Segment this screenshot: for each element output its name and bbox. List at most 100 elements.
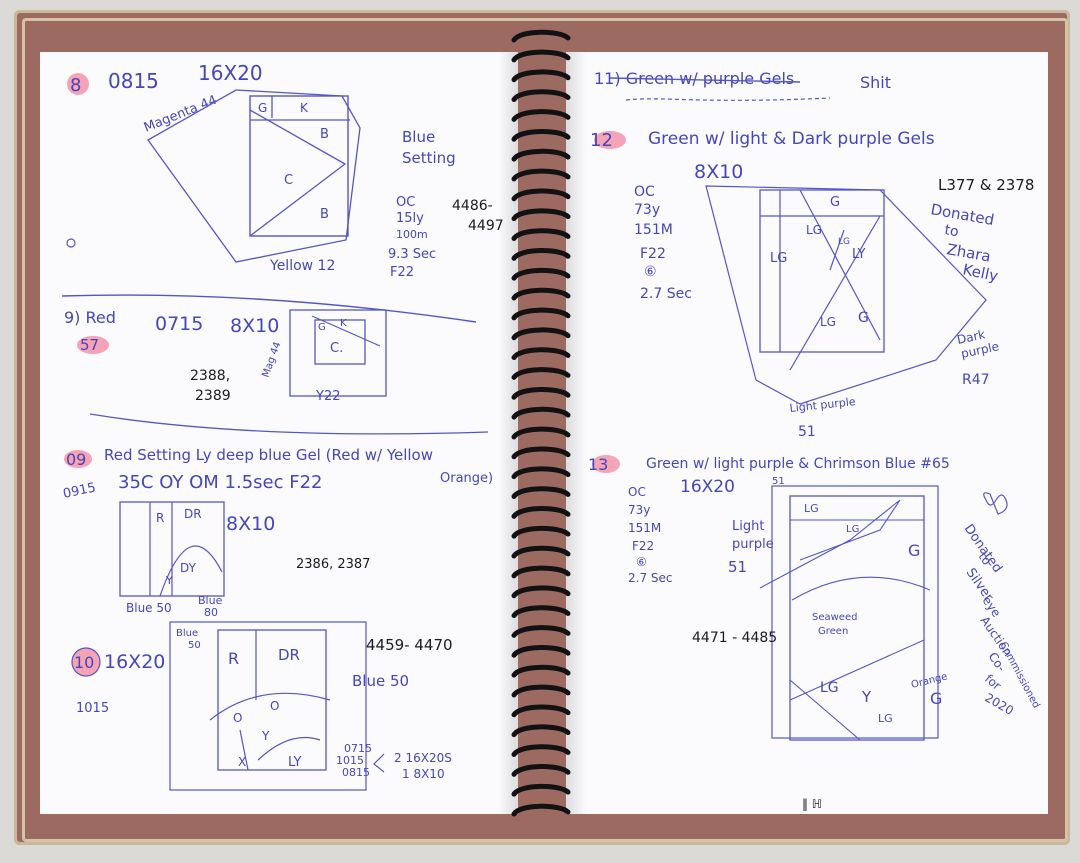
entry-number: 12 (590, 130, 613, 151)
exposure-fstop: F22 (632, 539, 654, 553)
coil-loop (511, 208, 571, 222)
separator-line (89, 413, 489, 435)
entry-9: 9) Red 57 0715 8X10 G K C. Y22 Mag 44 23… (64, 308, 489, 435)
exposure-y: 15ly (396, 211, 424, 226)
exposure-filter: ⑥ (644, 264, 657, 280)
paper-frame (789, 495, 925, 741)
zone-b-lower: B (320, 207, 329, 222)
frames-end: 2389 (195, 388, 231, 404)
zone-y: Y (261, 729, 270, 743)
coil-loop (511, 128, 571, 142)
gel-orange: Orange (910, 671, 949, 691)
entry-label: 9) Red (64, 308, 116, 327)
entry-heading-cont: Orange) (440, 471, 493, 486)
coil-loop (511, 644, 571, 658)
coil-loop (511, 287, 571, 301)
zone-g: G (830, 195, 840, 210)
time-2: 1015 (336, 754, 364, 767)
coil-loop (511, 664, 571, 678)
donated-9: 2020 (983, 690, 1016, 717)
exposure-m: 151M (628, 521, 661, 535)
gel-yellow: Yellow 12 (269, 258, 335, 274)
coil-loop (511, 347, 571, 361)
right-page (566, 52, 1048, 814)
exposure-fstop: F22 (640, 246, 666, 262)
coil-loop (511, 605, 571, 619)
donated-1: Donated (961, 522, 1005, 576)
gel-magenta: Mag 44 (260, 340, 283, 379)
print-size: 16X20 (680, 477, 735, 497)
strike-line (609, 77, 801, 83)
coil-loop (511, 803, 571, 817)
coil-loop (511, 367, 571, 380)
coil-loop (511, 148, 571, 162)
small-circle (66, 238, 76, 248)
zone-dy: DY (180, 561, 197, 575)
paper-frame (314, 319, 366, 365)
highlight-mark (71, 647, 101, 677)
light-purple-gel: 51 (798, 424, 816, 440)
separator-line (61, 294, 477, 323)
entry-number: 13 (588, 455, 608, 474)
coil-loop (511, 386, 571, 400)
zone-o-left: O (233, 711, 242, 725)
size-1: 2 16X20S (394, 751, 452, 765)
size-2: 1 8X10 (402, 767, 445, 781)
gel-outline (771, 485, 939, 739)
zone-y: Y (165, 574, 173, 587)
cover-edge (22, 18, 1068, 842)
entry-time: 0815 (108, 69, 159, 93)
gel-blue-50-a: Blue (176, 628, 198, 639)
entry-09: 09 Red Setting Ly deep blue Gel (Red w/ … (62, 446, 493, 619)
spine-shadow-right (566, 52, 586, 814)
zone-lines (149, 502, 223, 597)
coil-loop (511, 49, 571, 63)
zone-c: C (284, 173, 293, 188)
zone-dr: DR (278, 646, 300, 664)
gel-outline (169, 621, 367, 791)
coil-loop (511, 406, 571, 420)
light-purple-2: purple (732, 537, 774, 552)
coil-loop (511, 486, 571, 499)
margin-time: 0915 (62, 480, 97, 502)
zone-r: R (228, 649, 239, 668)
paper-frame (759, 189, 885, 353)
light-purple: Light purple (789, 395, 856, 415)
donated-2: to (943, 222, 960, 240)
exposure-time: 2.7 Sec (640, 286, 692, 302)
zone-g: G (318, 322, 326, 333)
time-3: 0815 (342, 766, 370, 779)
zone-lines (760, 189, 884, 371)
entry-number: 10 (74, 653, 94, 672)
gel-magenta: Magenta 44 (142, 93, 219, 136)
exposure-c: OC (634, 184, 655, 200)
entry-10: 10 16X20 1015 Blue 50 R DR O O Y X LY 44… (71, 621, 453, 791)
spine-shadow-left (498, 52, 518, 814)
coil-loop (511, 585, 571, 599)
donated-4: Kelly (961, 260, 1000, 285)
coil-loop (511, 764, 571, 777)
print-size: 16X20 (198, 61, 263, 85)
bottom-tally: ‖ ℍ (802, 797, 822, 811)
zone-dr: DR (184, 507, 202, 521)
zone-lines (759, 499, 931, 741)
zone-y: Y22 (315, 389, 340, 404)
margin-time: 1015 (76, 701, 109, 716)
entry-number: 8 (70, 75, 81, 96)
dark-purple-1: Dark (956, 327, 987, 347)
frames: 4459- 4470 (366, 636, 453, 654)
entry-13: 13 Green w/ light purple & Chrimson Blue… (588, 455, 1042, 741)
zone-lg-2: LG (770, 251, 787, 266)
exposure-y: 73y (634, 202, 660, 218)
coil-loop (511, 426, 571, 440)
dark-purple-gel: R47 (962, 372, 990, 388)
coil-loop (511, 684, 571, 698)
zone-lg-2: LG (846, 524, 859, 535)
coil-loop (511, 783, 571, 797)
exposure-m: 151M (634, 222, 673, 238)
setting-line-2: Setting (402, 149, 456, 167)
top-gel-51: 51 (772, 476, 785, 487)
highlight-mark (592, 455, 620, 473)
